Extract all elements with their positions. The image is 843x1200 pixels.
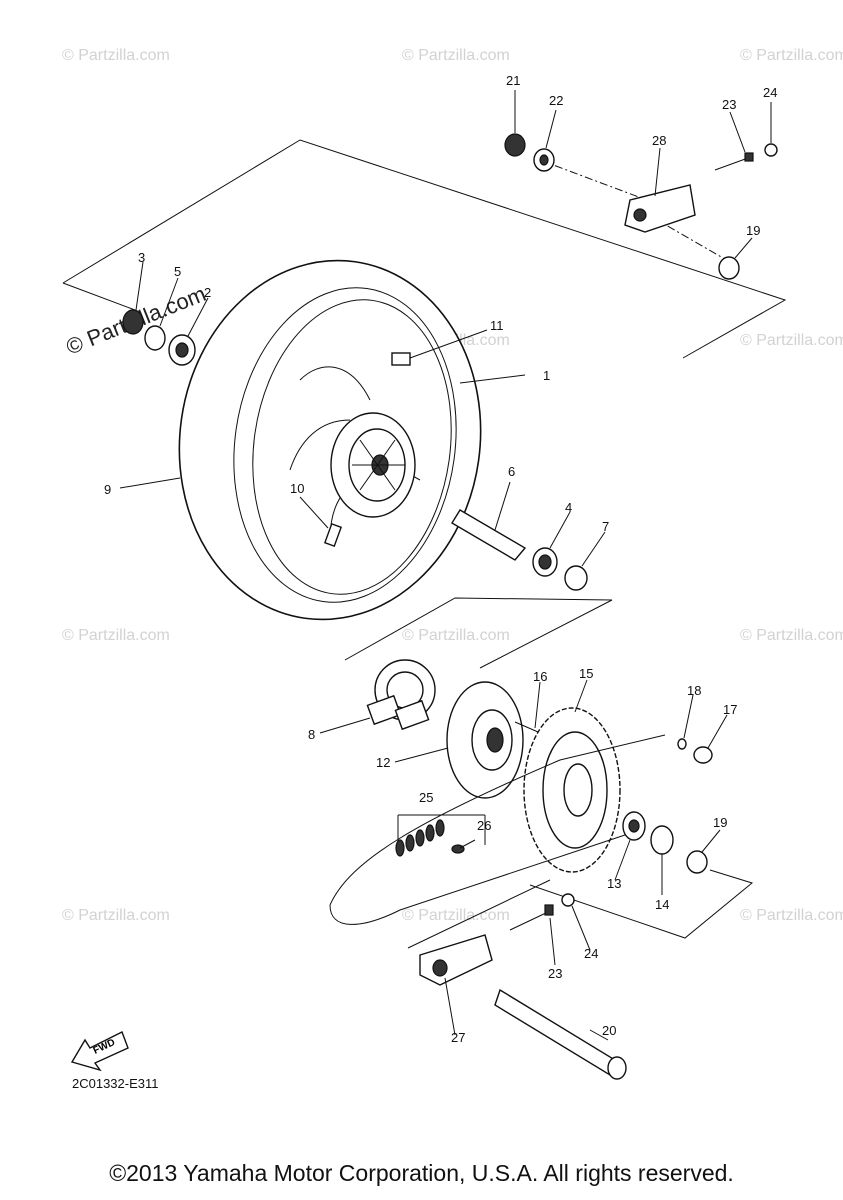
callout-27: 27 <box>451 1030 465 1045</box>
callout-23-upper: 23 <box>722 97 736 112</box>
watermark: © Partzilla.com <box>62 47 170 64</box>
collar <box>564 565 588 591</box>
callout-23-lower: 23 <box>548 966 562 981</box>
callout-28: 28 <box>652 133 666 148</box>
callout-24-upper: 24 <box>763 85 777 100</box>
copyright-notice: ©2013 Yamaha Motor Corporation, U.S.A. A… <box>109 1160 734 1186</box>
watermark: © Partzilla.com <box>402 627 510 644</box>
callout-8: 8 <box>308 727 315 742</box>
valve-stem <box>323 522 343 548</box>
fwd-arrow-icon: FWD <box>70 1031 129 1072</box>
callout-24-lower: 24 <box>584 946 598 961</box>
chain-puller-lower <box>419 934 493 986</box>
callout-26: 26 <box>477 818 491 833</box>
axle-centerline <box>539 159 661 206</box>
watermark: © Partzilla.com <box>402 47 510 64</box>
chain-puller-upper <box>624 184 696 233</box>
drive-chain <box>329 734 666 925</box>
rear-wheel <box>289 352 421 548</box>
callout-6: 6 <box>508 464 515 479</box>
watermark: © Partzilla.com <box>62 627 170 644</box>
callout-4: 4 <box>565 500 572 515</box>
damper <box>366 659 436 731</box>
nut-axle <box>504 133 526 157</box>
bolt-adjusting-upper <box>744 152 754 162</box>
callout-12: 12 <box>376 755 390 770</box>
callouts: 1 2 3 4 5 6 7 8 9 10 11 12 13 14 15 16 1… <box>104 73 777 1045</box>
diagram-code: 2C01332-E311 <box>72 1076 159 1091</box>
collar-lower <box>686 850 708 874</box>
callout-17: 17 <box>723 702 737 717</box>
chain-joint-pin <box>451 844 465 854</box>
watermark: © Partzilla.com <box>740 47 843 64</box>
callout-5: 5 <box>174 264 181 279</box>
nut-upper <box>764 143 778 157</box>
callout-3: 3 <box>138 250 145 265</box>
callout-10: 10 <box>290 481 304 496</box>
oil-seal-right <box>650 825 674 855</box>
clutch-hub <box>446 681 524 799</box>
spacer <box>451 509 527 561</box>
assembly-outline-lower <box>529 869 754 939</box>
watermark: © Partzilla.com <box>402 907 510 924</box>
callout-13: 13 <box>607 876 621 891</box>
callout-16: 16 <box>533 669 547 684</box>
chain-joint <box>395 819 445 857</box>
callout-2: 2 <box>204 285 211 300</box>
callout-19-lower: 19 <box>713 815 727 830</box>
callout-21: 21 <box>506 73 520 88</box>
callout-11: 11 <box>490 318 504 333</box>
nut-sprocket <box>693 746 713 764</box>
callout-1: 1 <box>543 368 550 383</box>
oil-seal <box>122 309 144 335</box>
assembly-outline-middle <box>344 597 613 669</box>
collar-upper <box>718 256 740 280</box>
callout-7: 7 <box>602 519 609 534</box>
callout-20: 20 <box>602 1023 616 1038</box>
callout-25: 25 <box>419 790 433 805</box>
balance-weight <box>391 352 411 366</box>
callout-18: 18 <box>687 683 701 698</box>
callout-9: 9 <box>104 482 111 497</box>
callout-22: 22 <box>549 93 563 108</box>
callout-14: 14 <box>655 897 669 912</box>
nut-lower <box>561 893 575 907</box>
watermark: © Partzilla.com <box>62 907 170 924</box>
leader-lines <box>119 90 772 1041</box>
watermark: © Partzilla.com <box>740 907 843 924</box>
wheel-axle <box>494 988 616 1077</box>
watermark: © Partzilla.com <box>740 332 843 349</box>
assembly-outline-upper <box>62 139 787 359</box>
callout-15: 15 <box>579 666 593 681</box>
watermark: © Partzilla.com <box>740 627 843 644</box>
callout-19-upper: 19 <box>746 223 760 238</box>
washer <box>677 738 687 750</box>
driven-sprocket <box>523 707 621 873</box>
bolt-adjusting-lower <box>544 904 554 916</box>
circlip <box>144 325 166 351</box>
rear-tire <box>178 259 482 621</box>
